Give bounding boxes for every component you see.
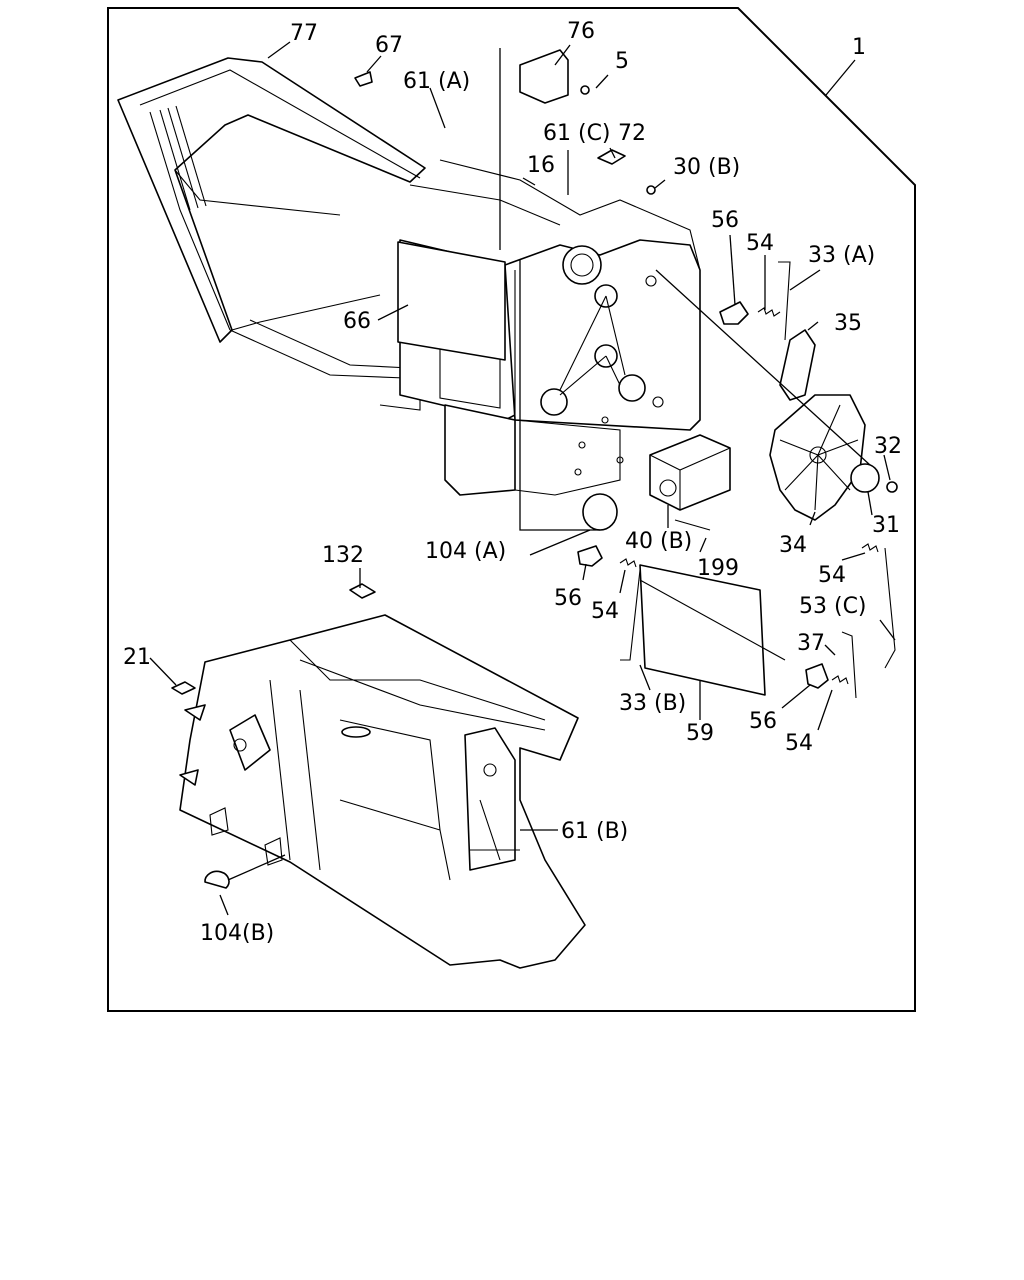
linkage-assembly <box>769 329 898 521</box>
callout-54c: 54 <box>591 599 619 624</box>
callout-31: 31 <box>872 513 900 538</box>
bushings <box>577 301 829 689</box>
callout-72: 72 <box>618 121 646 146</box>
callout-132: 132 <box>322 543 364 568</box>
callout-56a: 56 <box>711 208 739 233</box>
callout-34: 34 <box>779 533 807 558</box>
callout-67: 67 <box>375 33 403 58</box>
panel-66 <box>397 241 506 361</box>
callout-76: 76 <box>567 19 595 44</box>
screws <box>580 85 711 531</box>
callout-54b: 54 <box>818 563 846 588</box>
callout-54a: 54 <box>746 231 774 256</box>
callout-104a: 104 (A) <box>425 539 506 564</box>
callout-77: 77 <box>290 21 318 46</box>
callout-40b: 40 (B) <box>625 529 692 554</box>
filter-59 <box>639 564 766 696</box>
callout-33a: 33 (A) <box>808 243 875 268</box>
clip-67 <box>354 71 373 87</box>
callout-35: 35 <box>834 311 862 336</box>
cap-104b <box>204 870 230 889</box>
callout-104b: 104(B) <box>200 921 274 946</box>
callout-33b: 33 (B) <box>619 691 686 716</box>
callout-59: 59 <box>686 721 714 746</box>
lower-housing <box>179 614 586 969</box>
callout-16: 16 <box>527 153 555 178</box>
callout-labels: 1 77 67 76 5 61 (A) 61 (C) 72 16 30 (B) … <box>123 19 902 946</box>
callout-37: 37 <box>797 631 825 656</box>
callout-30b: 30 (B) <box>673 155 740 180</box>
clip-132 <box>349 583 376 599</box>
clip-21 <box>171 681 196 695</box>
springs <box>619 307 879 685</box>
callout-199: 199 <box>697 556 739 581</box>
callout-61a: 61 (A) <box>403 69 470 94</box>
callout-61b: 61 (B) <box>561 819 628 844</box>
callout-53c: 53 (C) <box>799 594 867 619</box>
callout-56b: 56 <box>554 586 582 611</box>
callout-32: 32 <box>874 434 902 459</box>
callout-1: 1 <box>852 35 866 60</box>
callout-56c: 56 <box>749 709 777 734</box>
callout-5: 5 <box>615 49 629 74</box>
callout-61c: 61 (C) <box>543 121 611 146</box>
callout-66: 66 <box>343 309 371 334</box>
leader-lines <box>149 41 896 916</box>
clip-72 <box>597 149 626 165</box>
callout-54d: 54 <box>785 731 813 756</box>
diagram-frame <box>107 7 916 1012</box>
control-rods <box>620 261 896 699</box>
callout-21: 21 <box>123 645 151 670</box>
